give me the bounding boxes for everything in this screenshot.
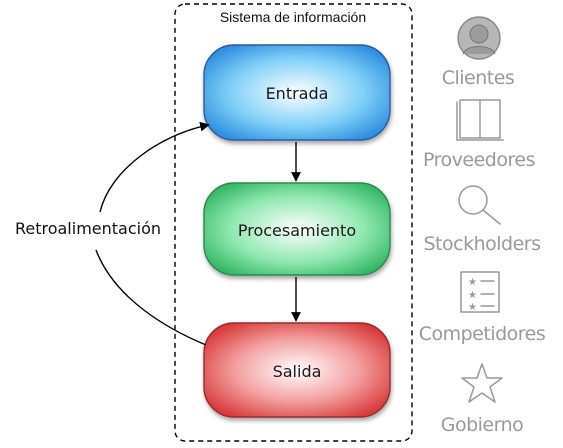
svg-text:★: ★ xyxy=(468,277,477,288)
input-node-label: Entrada xyxy=(266,84,329,103)
checklist-icon: ★ ★ ★ xyxy=(460,271,500,313)
entity-label-clientes: Clientes xyxy=(442,67,515,89)
svg-text:★: ★ xyxy=(468,290,477,301)
feedback-arrow-bottom xyxy=(95,249,207,346)
svg-text:★: ★ xyxy=(468,302,477,313)
person-icon xyxy=(457,16,501,60)
entity-label-gobierno: Gobierno xyxy=(441,414,524,436)
output-node: Salida xyxy=(203,322,391,418)
entity-label-proveedores: Proveedores xyxy=(423,149,535,171)
star-icon xyxy=(461,363,503,403)
system-title: Sistema de información xyxy=(220,9,366,25)
magnifier-icon xyxy=(458,185,501,225)
book-icon xyxy=(456,99,504,141)
process-node-label: Procesamiento xyxy=(238,221,356,240)
input-node: Entrada xyxy=(203,44,391,141)
entity-label-competidores: Competidores xyxy=(419,323,546,345)
output-node-label: Salida xyxy=(273,362,322,381)
feedback-arrow-top xyxy=(99,121,210,213)
feedback-label: Retroalimentación xyxy=(15,219,161,238)
entity-label-stockholders: Stockholders xyxy=(424,233,541,255)
process-node: Procesamiento xyxy=(203,182,391,276)
system-boundary xyxy=(174,3,413,442)
